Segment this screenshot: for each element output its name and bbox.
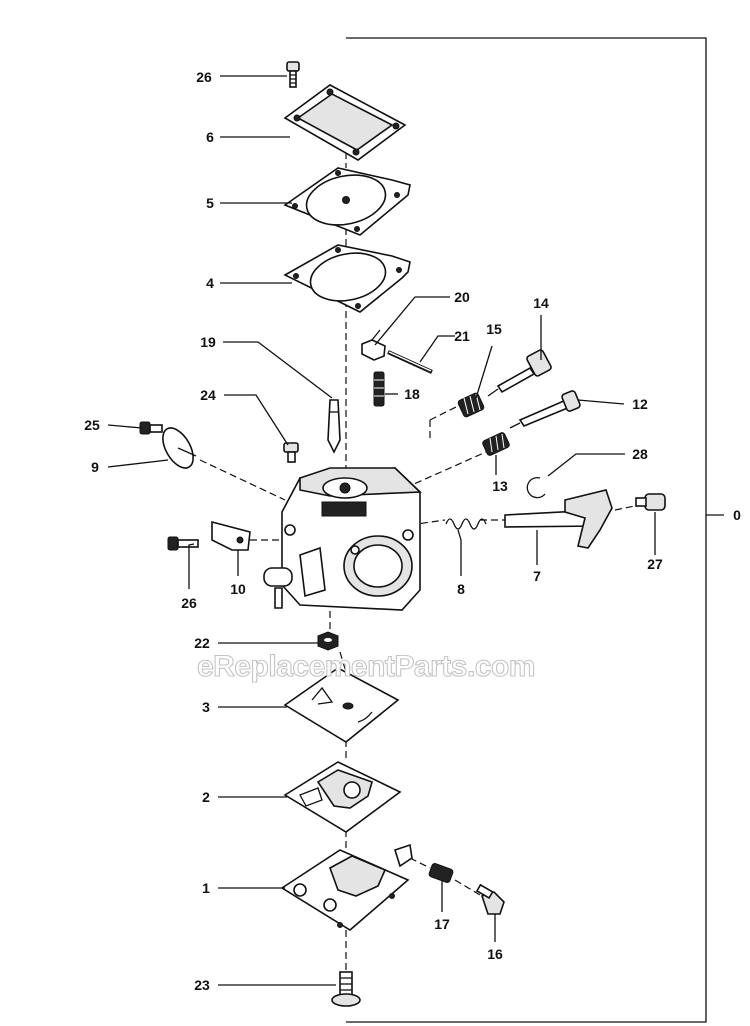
bottom-screw-icon [331,971,361,1007]
callout-19: 19 [200,334,216,350]
inlet-lever-icon [361,329,386,361]
callout-21: 21 [454,328,470,344]
callout-5: 5 [206,195,214,211]
screw-top-icon [286,61,300,88]
gasket-lower-icon [283,761,402,833]
choke-lever-icon [211,520,251,551]
callout-22: 22 [194,635,210,651]
callout-12: 12 [632,396,648,412]
callout-23: 23 [194,977,210,993]
leader-lines [107,75,656,986]
shaft-spring-icon [445,518,487,530]
carburetor-body-icon [263,467,422,611]
callout-13: 13 [492,478,508,494]
lever-screw-icon [283,442,299,463]
needle-spring-icon [457,392,485,418]
gasket-upper-icon [283,244,411,313]
nut-icon [317,631,339,651]
callout-6: 6 [206,129,214,145]
e-clip-icon [526,476,546,499]
callout-9: 9 [91,459,99,475]
callout-7: 7 [533,568,541,584]
throttle-disc-icon [162,427,197,469]
cover-plate-icon [283,84,407,161]
callout-14: 14 [533,295,549,311]
inlet-needle-icon [327,399,341,454]
low-needle-spring-icon [482,432,510,456]
callout-15: 15 [486,321,502,337]
callout-10: 10 [230,581,246,597]
callout-17: 17 [434,916,450,932]
screw-left-icon [167,536,199,551]
callout-28: 28 [632,446,648,462]
metering-plate-icon [283,667,400,743]
callout-0: 0 [733,507,741,523]
shaft-end-screw-icon [635,493,666,511]
callout-1: 1 [202,880,210,896]
callout-26-left: 26 [181,595,197,611]
callout-25: 25 [84,417,100,433]
callout-3: 3 [202,699,210,715]
pump-screw-icon [475,883,505,915]
lever-pin-icon [387,350,433,374]
lever-spring-icon [373,371,385,407]
kit-bracket [346,37,724,1023]
diaphragm-icon [283,167,411,236]
shaft-screw-icon [139,421,163,435]
callout-27: 27 [647,556,663,572]
callout-16: 16 [487,946,503,962]
callout-24: 24 [200,387,216,403]
pump-body-icon [280,843,413,931]
throttle-shaft-icon [504,489,613,549]
callout-20: 20 [454,289,470,305]
callout-8: 8 [457,581,465,597]
adjusting-needle-low-icon [509,390,581,429]
callout-2: 2 [202,789,210,805]
callout-26-top: 26 [196,69,212,85]
callout-18: 18 [404,386,420,402]
callout-labels: 0 1 2 3 4 5 6 7 8 9 10 12 13 14 15 16 17… [84,69,741,993]
adjusting-needle-high-icon [487,349,552,397]
filter-screen-icon [428,863,454,883]
callout-4: 4 [206,275,214,291]
watermark-text: eReplacementParts.com [197,650,535,683]
